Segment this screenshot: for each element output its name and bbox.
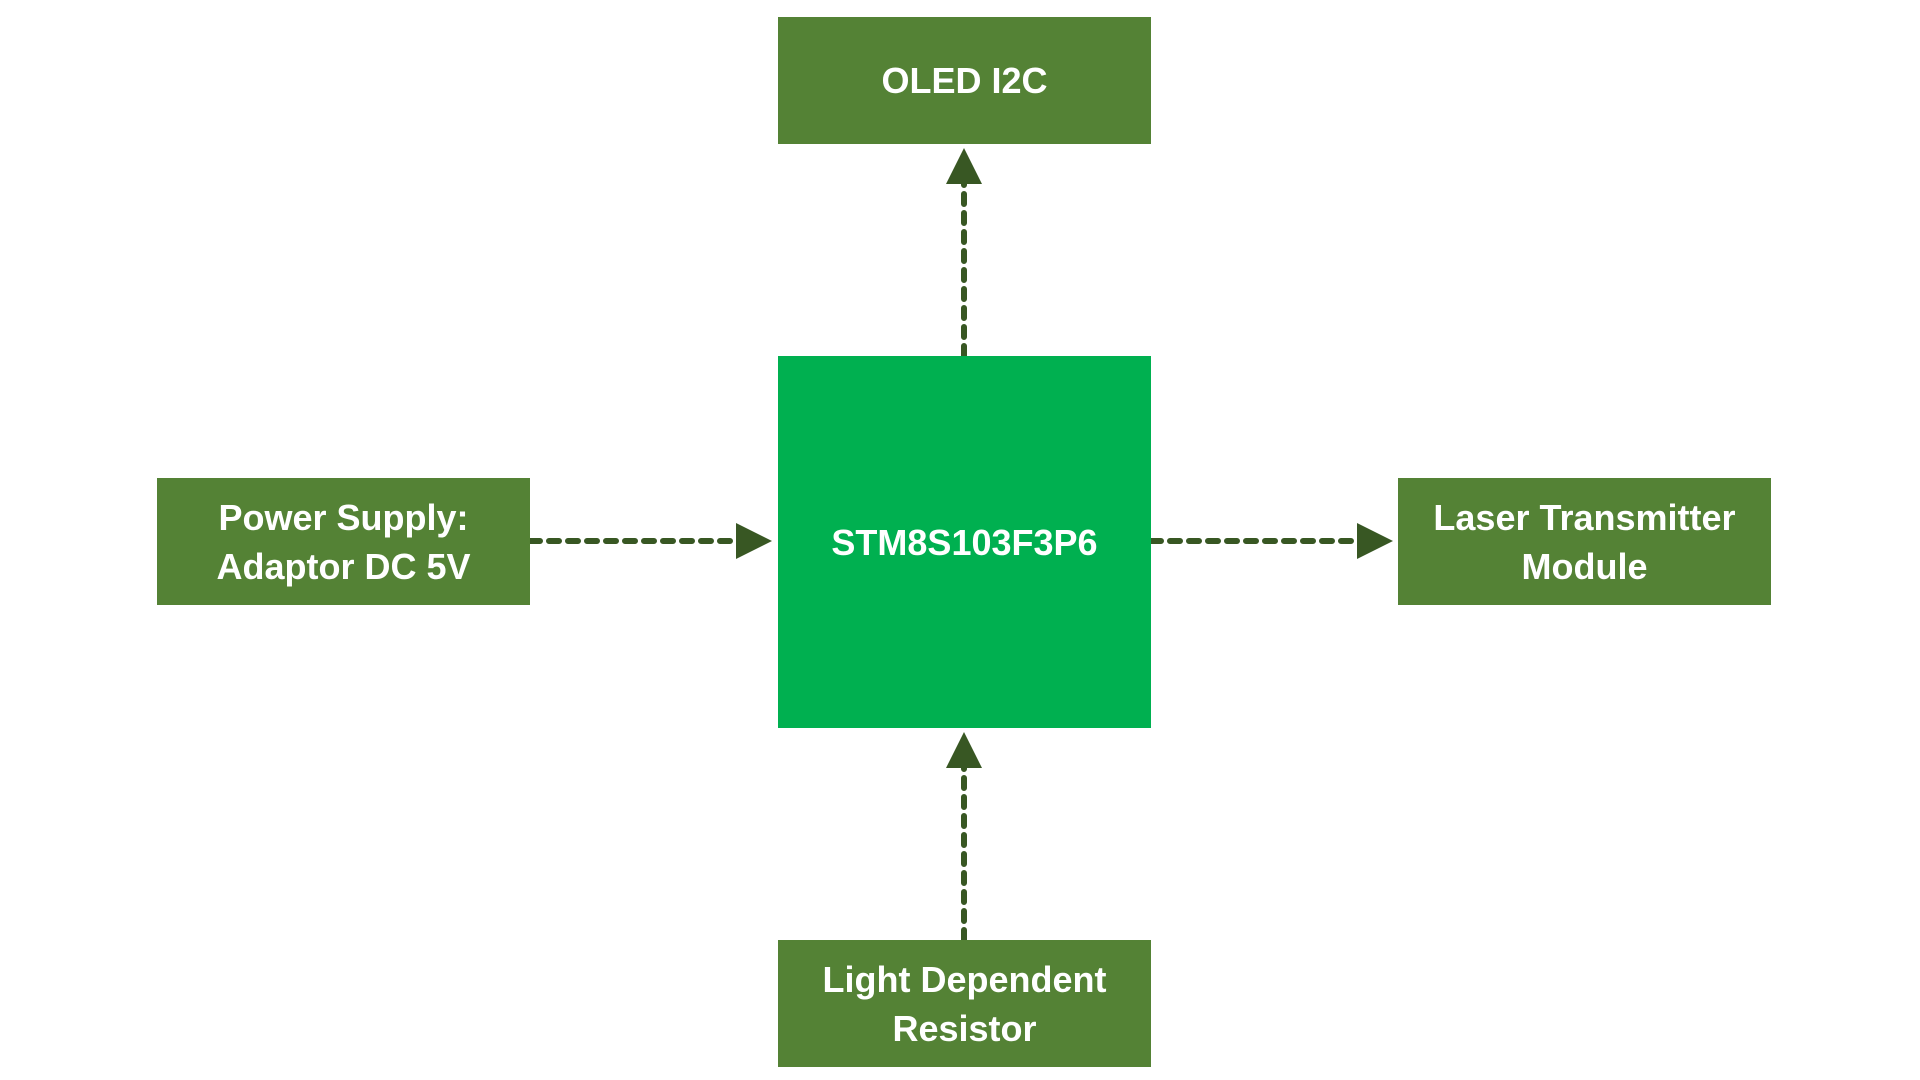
ldr-block-label-line1: Light Dependent — [822, 958, 1107, 1000]
microcontroller-block: STM8S103F3P6 — [778, 356, 1151, 728]
laser-transmitter-block: Laser Transmitter Module — [1398, 478, 1771, 605]
power-block-label-line2: Adaptor DC 5V — [216, 545, 471, 587]
laser-block-label-line1: Laser Transmitter — [1433, 496, 1736, 538]
ldr-block-label-line2: Resistor — [892, 1007, 1037, 1049]
light-dependent-resistor-block: Light Dependent Resistor — [778, 940, 1151, 1067]
oled-block-label: OLED I2C — [881, 60, 1048, 101]
power-block-label-line1: Power Supply: — [218, 496, 469, 538]
mcu-block-label: STM8S103F3P6 — [831, 521, 1098, 563]
laser-block-label-line2: Module — [1521, 545, 1648, 587]
power-supply-block: Power Supply: Adaptor DC 5V — [157, 478, 530, 605]
oled-i2c-block: OLED I2C — [778, 17, 1151, 144]
